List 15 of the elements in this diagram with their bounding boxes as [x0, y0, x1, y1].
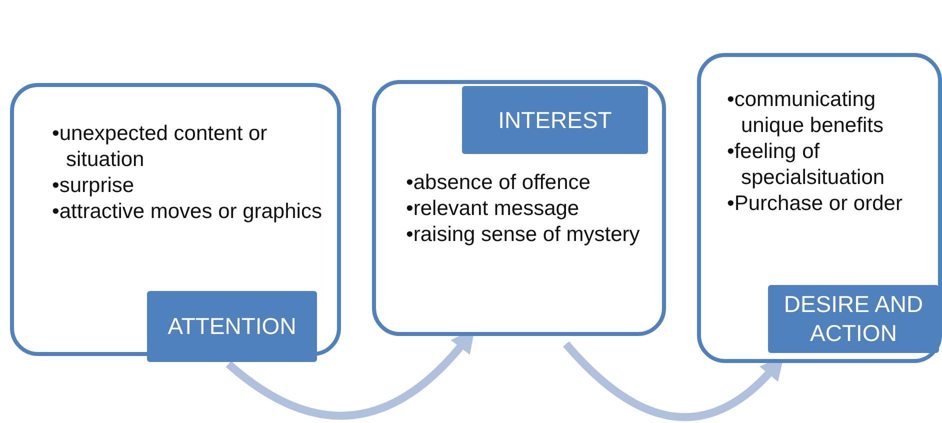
curved-arrow — [563, 341, 784, 421]
bullet-text: •unexpected content or situation — [52, 121, 268, 173]
title-tab: DESIRE AND ACTION — [768, 285, 939, 353]
bullet-text: •absence of offence — [406, 170, 592, 196]
stage-card — [697, 53, 942, 363]
bullet-text: •surprise — [52, 173, 136, 199]
title-tab: ATTENTION — [147, 291, 317, 362]
bullet-text: •attractive moves or graphics — [52, 199, 323, 225]
bullet-text: •feeling of specialsituation — [727, 139, 886, 191]
bullet-text: •communicating unique benefits — [727, 87, 884, 139]
title-tab: INTEREST — [462, 86, 648, 154]
bullet-text: •Purchase or order — [727, 191, 904, 217]
stage-card — [372, 80, 666, 336]
bullet-text: •raising sense of mystery — [406, 222, 641, 248]
bullet-text: •relevant message — [406, 196, 580, 222]
